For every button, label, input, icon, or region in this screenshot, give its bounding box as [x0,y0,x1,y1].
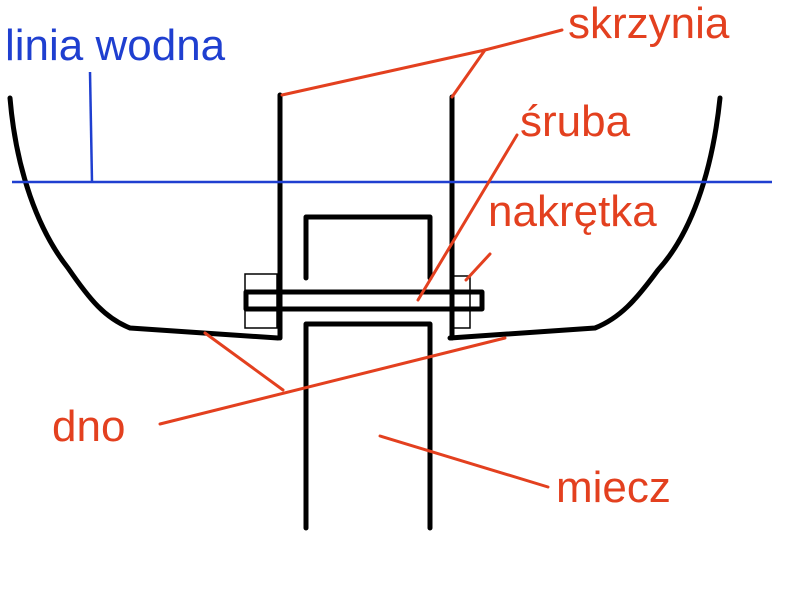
centreboard-top [303,214,433,281]
label-bolt: śruba [520,97,631,146]
label-trunk: skrzynia [568,0,730,48]
label-bottom: dno [52,402,125,451]
hull-right-side [447,95,723,341]
hull-left-side [7,95,281,341]
bolt-leader [416,133,519,302]
label-nut: nakrętka [488,187,657,236]
bottom-leader [158,331,507,426]
nut-right [451,275,471,329]
nut-leader [464,252,492,282]
label-water-line: linia wodna [5,21,226,70]
water-line-leader [88,71,94,183]
label-centreboard: miecz [556,463,671,512]
nut-left [244,273,278,329]
trunk-leader [280,28,564,99]
centreboard-leader [378,434,550,489]
centreboard-blade [303,321,433,531]
bolt [243,289,485,312]
